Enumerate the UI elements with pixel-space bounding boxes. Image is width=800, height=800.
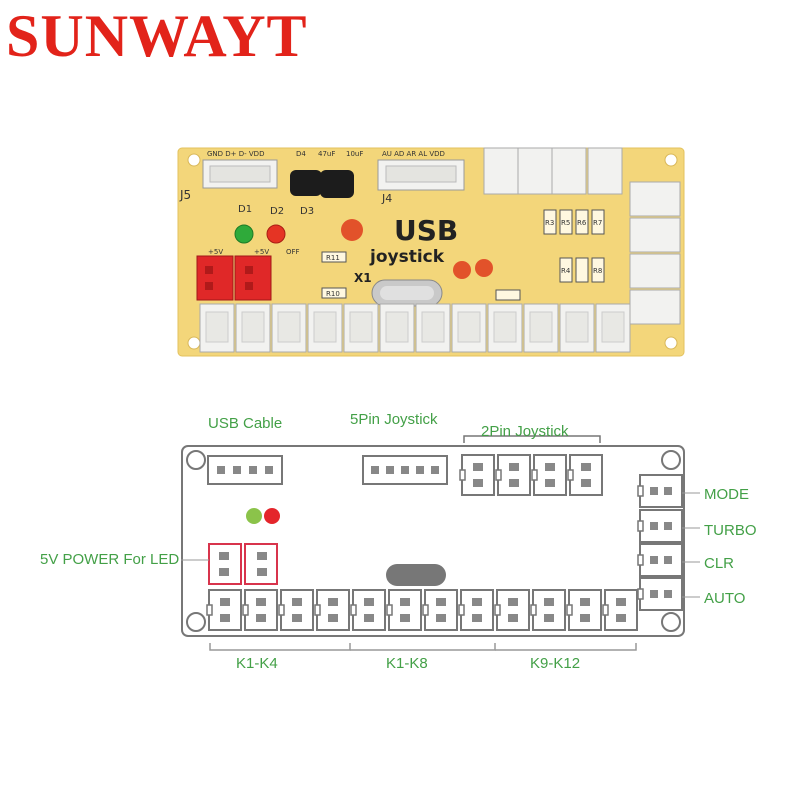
d3-label: D3 <box>300 206 314 217</box>
button-connector <box>494 589 530 631</box>
group1-label: K1-K4 <box>236 655 278 672</box>
button-connector <box>386 589 422 631</box>
turbo-label: TURBO <box>704 522 757 539</box>
photo-connector <box>559 303 595 353</box>
side-connectors <box>637 474 700 611</box>
d1-label: D1 <box>238 204 252 215</box>
x1-label: X1 <box>354 271 372 285</box>
power-led-connectors <box>208 543 278 585</box>
side-connector <box>637 543 683 577</box>
button-connector <box>422 589 458 631</box>
photo-connector <box>595 303 631 353</box>
r11-label: R11 <box>326 254 340 262</box>
button-connector <box>278 589 314 631</box>
cap-10uf: 10uF <box>346 150 363 158</box>
led-red <box>264 508 280 524</box>
power-led-label: 5V POWER For LED <box>40 551 179 568</box>
mode-label: MODE <box>704 486 749 503</box>
leds-photo: D1 D2 D3 +5V +5V OFF <box>208 204 314 256</box>
button-connectors <box>206 589 638 631</box>
joystick-header-pins: AU AD AR AL VDD <box>382 150 445 158</box>
board-photo: GND D+ D- VDD J5 47uF 10uF D4 AU AD AR A… <box>177 147 685 357</box>
j4-label: J4 <box>381 192 392 205</box>
joystick-2pin-connector <box>567 454 603 496</box>
mount-hole <box>661 612 681 632</box>
cap-47uf: 47uF <box>318 150 335 158</box>
photo-connector <box>451 303 487 353</box>
side-connector <box>637 577 683 611</box>
clr-label: CLR <box>704 555 734 572</box>
board-subtitle: joystick <box>369 247 445 267</box>
side-connector <box>637 509 683 543</box>
group3-bracket <box>495 643 637 651</box>
pwr-label-1: +5V <box>208 248 223 256</box>
joystick-2pin-connector <box>495 454 531 496</box>
photo-connector <box>307 303 343 353</box>
joystick-2pin-connector <box>459 454 495 496</box>
r6-label: R6 <box>577 219 587 227</box>
mount-hole <box>186 612 206 632</box>
button-connector <box>242 589 278 631</box>
pwr-label-2: +5V <box>254 248 269 256</box>
r8-label: R8 <box>593 267 602 275</box>
group2-label: K1-K8 <box>386 655 428 672</box>
button-connector <box>206 589 242 631</box>
crystal <box>386 564 446 586</box>
board-diagram: USB Cable 5Pin Joystick 2Pin Joystick 5V <box>40 411 757 672</box>
photo-connector <box>487 303 523 353</box>
joystick-2pin-connectors <box>459 454 603 496</box>
group2-bracket <box>350 643 496 651</box>
r5-label: R5 <box>561 219 570 227</box>
side-connector <box>637 474 683 508</box>
button-connector <box>530 589 566 631</box>
usb-header-pins: GND D+ D- VDD <box>207 150 264 158</box>
photo-connector <box>415 303 451 353</box>
r10-label: R10 <box>326 290 340 298</box>
side-connectors-photo <box>629 181 681 325</box>
r4-label: R4 <box>561 267 571 275</box>
photo-connector <box>343 303 379 353</box>
group1-bracket <box>209 643 351 651</box>
led-green <box>246 508 262 524</box>
photo-connector <box>235 303 271 353</box>
usb-header <box>207 455 283 485</box>
d2-label: D2 <box>270 206 284 217</box>
mount-hole <box>186 450 206 470</box>
components-photo: R11 R10 X1 R5 R6 R7 R4 R8 R3 <box>321 209 605 307</box>
button-connector <box>458 589 494 631</box>
photo-connector <box>379 303 415 353</box>
brand-logo: SUNWAYT <box>6 3 308 69</box>
auto-label: AUTO <box>704 590 745 607</box>
button-connector <box>350 589 386 631</box>
joystick-header-photo: AU AD AR AL VDD J4 <box>377 150 465 205</box>
button-connector <box>602 589 638 631</box>
board-title: USB <box>394 214 458 247</box>
joystick-2pin-connector <box>531 454 567 496</box>
photo-connector <box>271 303 307 353</box>
usb-header-photo: GND D+ D- VDD J5 <box>179 150 278 202</box>
j5-label: J5 <box>179 188 191 202</box>
r3-label: R3 <box>545 219 554 227</box>
group3-label: K9-K12 <box>530 655 580 672</box>
joystick-2pin-bracket <box>463 435 601 443</box>
joystick-5pin-label: 5Pin Joystick <box>350 411 438 428</box>
button-connector <box>566 589 602 631</box>
off-label: OFF <box>286 248 300 256</box>
joystick-2pin-label: 2Pin Joystick <box>481 423 569 440</box>
bottom-connectors-photo <box>199 303 631 353</box>
power-jumpers-photo <box>196 255 272 301</box>
capacitors-photo: 47uF 10uF D4 <box>290 150 363 241</box>
button-connector <box>314 589 350 631</box>
usb-cable-label: USB Cable <box>208 415 282 432</box>
d4-label: D4 <box>296 150 306 158</box>
photo-connector <box>199 303 235 353</box>
two-pin-connectors-photo <box>483 147 623 195</box>
r7-label: R7 <box>593 219 602 227</box>
photo-connector <box>523 303 559 353</box>
mount-hole <box>661 450 681 470</box>
joystick-5pin-header <box>362 455 448 485</box>
